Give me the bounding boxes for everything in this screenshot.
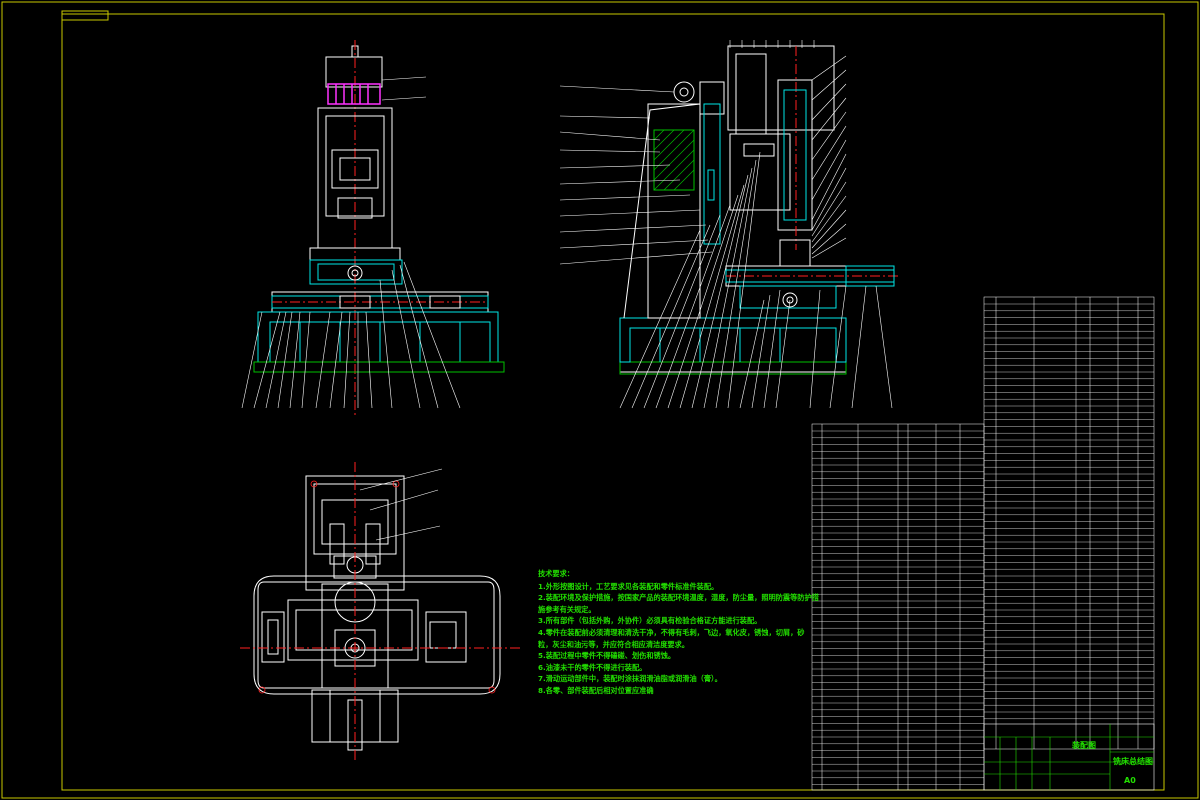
requirement-item-9: 7.滑动运动部件中，装配时涂抹润滑油脂或润滑油（膏）。: [538, 674, 722, 684]
parts-list-upper-rows: [984, 303, 1154, 719]
requirement-item-1: 1.外形按图设计，工艺要求见各装配和零件标准件装配。: [538, 581, 719, 591]
technical-requirements-title: 技术要求：: [538, 569, 574, 578]
front-leader-lines: [241, 76, 461, 409]
title-block-sheet-code: A0: [1124, 776, 1136, 785]
title-block-drawing-name: 铣床总结图: [1113, 757, 1153, 766]
technical-requirements: 技术要求： 1.外形按图设计，工艺要求见各装配和零件标准件装配。 2.装配环境及…: [538, 568, 819, 697]
parts-list-lower: [811, 423, 985, 791]
requirement-item-6: 粒，灰尘和油污等，并应符合相应清洁度要求。: [538, 639, 689, 649]
title-block: [983, 723, 1155, 791]
requirement-item-5: 4.零件在装配前必须清理和清洗干净，不得有毛刺，飞边，氧化皮，锈蚀，切屑，砂: [538, 627, 805, 637]
requirement-item-10: 8.各零、部件装配后相对位置应准确: [538, 685, 654, 695]
top-view: [240, 462, 520, 760]
requirement-item-7: 5.装配过程中零件不得磕碰、划伤和锈蚀。: [538, 651, 676, 661]
motor-icon: [327, 83, 381, 105]
side-leader-lines: [559, 40, 893, 409]
side-view: [559, 40, 900, 409]
parts-list-lower-rows: [812, 430, 984, 785]
parts-list-upper: [983, 296, 1155, 750]
requirement-item-3: 施参考有关规定。: [538, 604, 596, 614]
requirement-item-8: 6.油漆未干的零件不得进行装配。: [538, 662, 647, 672]
requirement-item-4: 3.所有部件（包括外购，外协件）必须具有检验合格证方能进行装配。: [538, 616, 762, 626]
requirement-item-2: 2.装配环境及保护措施，按国家产品的装配环境温度，湿度，防尘量，照明防震等防护措: [538, 593, 819, 603]
front-view: [241, 40, 505, 418]
title-block-drawing-type: 装配图: [1072, 741, 1096, 750]
